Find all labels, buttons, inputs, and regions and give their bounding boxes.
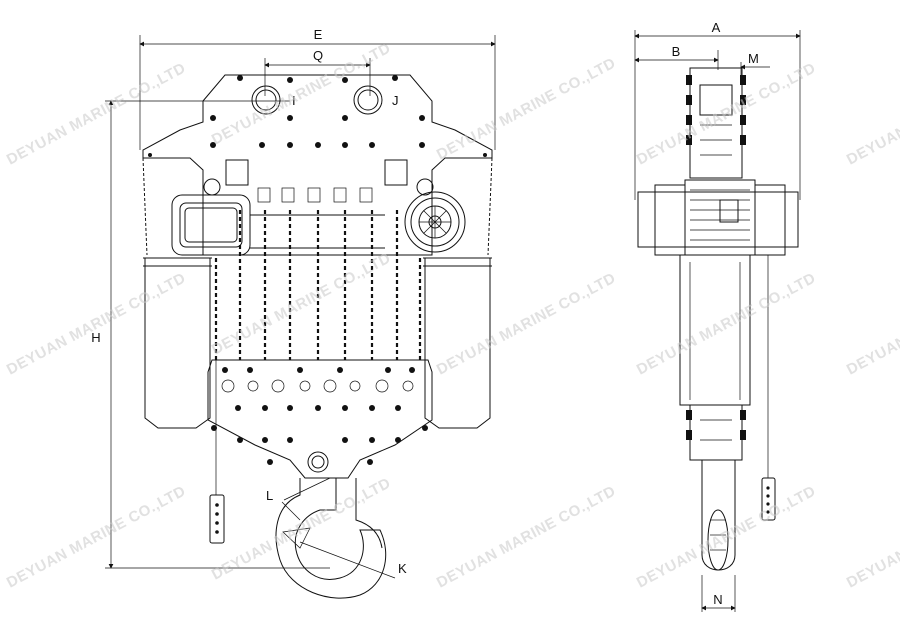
side-chains: [142, 157, 493, 256]
hook: [275, 477, 387, 599]
watermark-3: DEYUAN MARINE CO.,LTD: [434, 55, 619, 164]
watermark-2: DEYUAN MARINE CO.,LTD: [209, 40, 394, 149]
upper-sheave-row: [225, 159, 408, 249]
label-l: L: [266, 488, 273, 503]
side-chain-bag: [679, 254, 751, 406]
sheave-j: J: [353, 85, 399, 115]
load-chains: [214, 210, 422, 360]
top-frame-plate: [142, 74, 493, 256]
dimension-b: B: [634, 44, 719, 70]
dimension-h: H: [91, 100, 330, 569]
watermark-4: DEYUAN MARINE CO.,LTD: [634, 60, 819, 169]
label-k: K: [398, 561, 407, 576]
bottom-block-bolts: [211, 367, 428, 465]
watermarks: DEYUAN MARINE CO.,LTD DEYUAN MARINE CO.,…: [4, 40, 900, 592]
label-m: M: [748, 51, 759, 66]
hook-pin: [307, 451, 329, 473]
bottom-block-plate: [207, 359, 433, 479]
watermark-10: DEYUAN MARINE CO.,LTD: [844, 270, 900, 379]
watermark-11: DEYUAN MARINE CO.,LTD: [4, 483, 189, 592]
label-j: J: [392, 93, 399, 108]
label-a: A: [712, 20, 721, 35]
dimension-n: N: [701, 575, 736, 612]
side-motor-body: [637, 179, 799, 256]
watermark-1: DEYUAN MARINE CO.,LTD: [4, 60, 189, 169]
label-n: N: [713, 592, 722, 607]
watermark-5: DEYUAN MARINE CO.,LTD: [844, 60, 900, 169]
dimension-e: E: [139, 27, 496, 150]
watermark-8: DEYUAN MARINE CO.,LTD: [434, 270, 619, 379]
k-leader: [299, 541, 396, 579]
watermark-9: DEYUAN MARINE CO.,LTD: [634, 270, 819, 379]
label-q: Q: [313, 48, 323, 63]
motor-housing: [171, 178, 251, 256]
top-plate-bolts: [148, 75, 487, 157]
gearbox-wheel: [404, 178, 466, 253]
side-top-frame: [686, 67, 746, 179]
label-h: H: [91, 330, 100, 345]
side-view: A B M: [634, 20, 801, 612]
front-view: E Q H I J: [91, 27, 496, 599]
label-b: B: [672, 44, 681, 59]
sheave-i: I: [251, 85, 296, 115]
side-hook: [701, 460, 736, 571]
watermark-13: DEYUAN MARINE CO.,LTD: [434, 483, 619, 592]
bottom-sheave-row: [221, 379, 414, 393]
watermark-15: DEYUAN MARINE CO.,LTD: [844, 483, 900, 592]
watermark-6: DEYUAN MARINE CO.,LTD: [4, 270, 189, 379]
side-bottom-block: [686, 404, 746, 461]
watermark-7: DEYUAN MARINE CO.,LTD: [209, 250, 394, 359]
chain-bag-right: [423, 257, 492, 429]
label-e: E: [314, 27, 323, 42]
label-i: I: [292, 93, 296, 108]
side-pendant-control: [761, 255, 776, 521]
watermark-14: DEYUAN MARINE CO.,LTD: [634, 483, 819, 592]
chain-bag-left: [143, 257, 212, 429]
l-leader: [281, 501, 301, 521]
pendant-control: [209, 360, 225, 544]
